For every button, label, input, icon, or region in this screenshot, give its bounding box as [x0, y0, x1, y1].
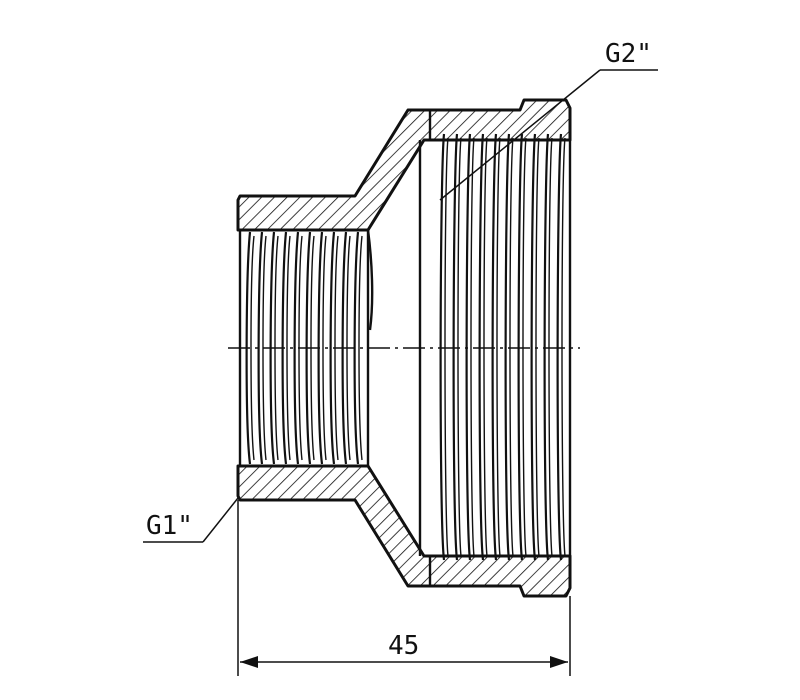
large-thread-crest [504, 133, 511, 561]
large-thread-crest [561, 137, 566, 557]
large-thread-crest [483, 137, 488, 557]
length-dimension [237, 500, 571, 676]
large-thread-crest [496, 137, 501, 557]
small-thread-crest [358, 235, 363, 461]
g2-leader [439, 69, 658, 201]
large-thread-crest [457, 137, 462, 557]
large-thread-crest [444, 137, 449, 557]
large-thread-crest [452, 133, 459, 561]
large-thread-crest [470, 137, 475, 557]
small-thread-crest [353, 231, 360, 465]
small-thread-crest [322, 235, 327, 461]
large-thread-crest [465, 133, 472, 561]
g2-thread-label: G2" [605, 39, 652, 69]
small-thread-crest [293, 231, 300, 465]
large-thread-crest [543, 133, 550, 561]
large-thread-crest [535, 137, 540, 557]
small-thread-crest [329, 231, 336, 465]
small-thread-crest [257, 231, 264, 465]
large-thread-crest [439, 133, 446, 561]
large-thread-crest [556, 133, 563, 561]
length-dimension-value: 45 [388, 631, 419, 661]
large-thread-crest [478, 133, 485, 561]
large-thread-crest [491, 133, 498, 561]
g1-thread-label: G1" [146, 511, 193, 541]
g1-leader [143, 497, 239, 543]
large-thread-crest [522, 137, 527, 557]
large-thread-crest [530, 133, 537, 561]
large-thread-crest [509, 137, 514, 557]
small-thread-crest [250, 235, 255, 461]
large-thread-crest [548, 137, 553, 557]
large-thread-crest [517, 133, 524, 561]
small-thread-crest [286, 235, 291, 461]
large-thread-lines [439, 133, 566, 561]
